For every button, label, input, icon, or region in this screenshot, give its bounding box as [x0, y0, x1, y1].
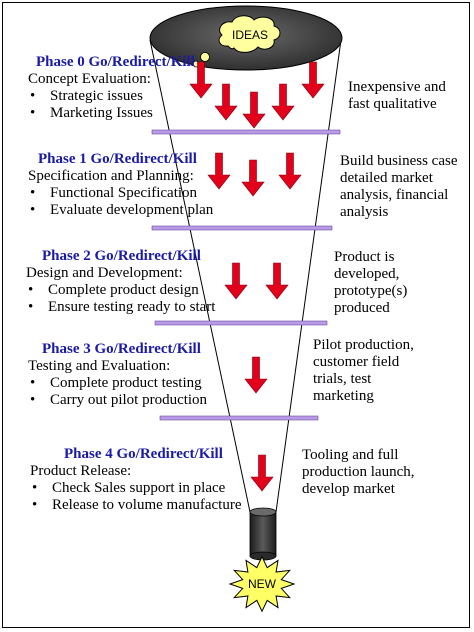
down-arrow	[241, 159, 265, 197]
down-arrow	[224, 262, 248, 300]
phase-4-heading: Product Release:	[30, 463, 132, 479]
note-line: Tooling and full	[302, 447, 399, 463]
new-label: NEW	[248, 577, 277, 591]
phase-2-heading: Design and Development:	[26, 265, 183, 281]
note-line: detailed market	[340, 170, 433, 186]
phase-3-block: Phase 3 Go/Redirect/Kill Testing and Eva…	[28, 341, 207, 409]
note-line: analysis, financial	[340, 187, 449, 203]
diagram-border	[2, 2, 470, 628]
funnel-right-edge	[275, 39, 342, 513]
bullet: Carry out pilot production	[28, 392, 207, 409]
note-line: developed,	[334, 266, 400, 282]
phase-4-block: Phase 4 Go/Redirect/Kill Product Release…	[30, 446, 242, 514]
down-arrow	[278, 152, 302, 190]
phase-separator	[159, 415, 319, 421]
bullet: Complete product design	[26, 282, 215, 299]
note-line: develop market	[302, 481, 395, 497]
phase-3-heading: Testing and Evaluation:	[28, 358, 171, 374]
bullet: Release to volume manufacture	[30, 497, 242, 514]
phase-2-bullets: Complete product design Ensure testing r…	[26, 282, 215, 316]
note-line: analysis	[340, 204, 389, 220]
phase-3-title: Phase 3 Go/Redirect/Kill	[42, 341, 201, 357]
phase-2-note: Product is developed, prototype(s) produ…	[334, 249, 407, 317]
down-arrow	[242, 91, 266, 129]
funnel-spout	[249, 507, 277, 561]
phase-1-heading: Specification and Planning:	[28, 168, 194, 184]
phase-separator	[151, 129, 341, 135]
phase-3-bullets: Complete product testing Carry out pilot…	[28, 375, 207, 409]
bullet: Evaluate development plan	[28, 202, 213, 219]
bullet: Complete product testing	[28, 375, 207, 392]
note-line: fast qualitative	[348, 96, 437, 112]
down-arrow	[207, 152, 231, 190]
phase-separator	[151, 225, 333, 231]
new-starburst: NEW	[228, 555, 296, 613]
down-arrow	[250, 454, 274, 492]
phase-4-title: Phase 4 Go/Redirect/Kill	[64, 446, 223, 462]
note-line: Build business case	[340, 153, 458, 169]
flow-arrows	[189, 61, 325, 492]
down-arrow	[244, 356, 268, 394]
bullet: Check Sales support in place	[30, 480, 242, 497]
down-arrow	[271, 83, 295, 121]
note-line: Inexpensive and	[348, 79, 446, 95]
phase-0-title: Phase 0 Go/Redirect/Kill	[36, 54, 195, 70]
phase-4-note: Tooling and full production launch, deve…	[302, 447, 414, 498]
phase-0-heading: Concept Evaluation:	[28, 71, 151, 87]
phase-2-block: Phase 2 Go/Redirect/Kill Design and Deve…	[26, 248, 215, 316]
ideas-label: IDEAS	[232, 28, 268, 42]
note-line: marketing	[313, 388, 374, 404]
bullet: Strategic issues	[28, 88, 195, 105]
phase-1-block: Phase 1 Go/Redirect/Kill Specification a…	[28, 151, 213, 219]
bullet: Functional Specification	[28, 185, 213, 202]
note-line: Product is	[334, 249, 395, 265]
note-line: produced	[334, 300, 390, 316]
note-line: trials, test	[313, 371, 372, 387]
phase-2-title: Phase 2 Go/Redirect/Kill	[42, 248, 201, 264]
phase-0-note: Inexpensive and fast qualitative	[348, 79, 446, 113]
down-arrow	[214, 83, 238, 121]
note-line: prototype(s)	[334, 283, 408, 299]
phase-0-block: Phase 0 Go/Redirect/Kill Concept Evaluat…	[28, 54, 195, 122]
down-arrow	[189, 61, 213, 99]
note-line: Pilot production,	[313, 337, 414, 353]
phase-0-bullets: Strategic issues Marketing Issues	[28, 88, 195, 122]
phase-3-note: Pilot production, customer field trials,…	[313, 337, 414, 405]
note-line: customer field	[313, 354, 400, 370]
bullet: Marketing Issues	[28, 105, 195, 122]
phase-separator	[154, 320, 328, 326]
phase-1-title: Phase 1 Go/Redirect/Kill	[38, 151, 197, 167]
phase-1-bullets: Functional Specification Evaluate develo…	[28, 185, 213, 219]
phase-1-note: Build business case detailed market anal…	[340, 153, 458, 221]
phase-4-bullets: Check Sales support in place Release to …	[30, 480, 242, 514]
note-line: production launch,	[302, 464, 415, 480]
down-arrow	[265, 262, 289, 300]
bullet: Ensure testing ready to start	[26, 299, 215, 316]
down-arrow	[301, 61, 325, 99]
